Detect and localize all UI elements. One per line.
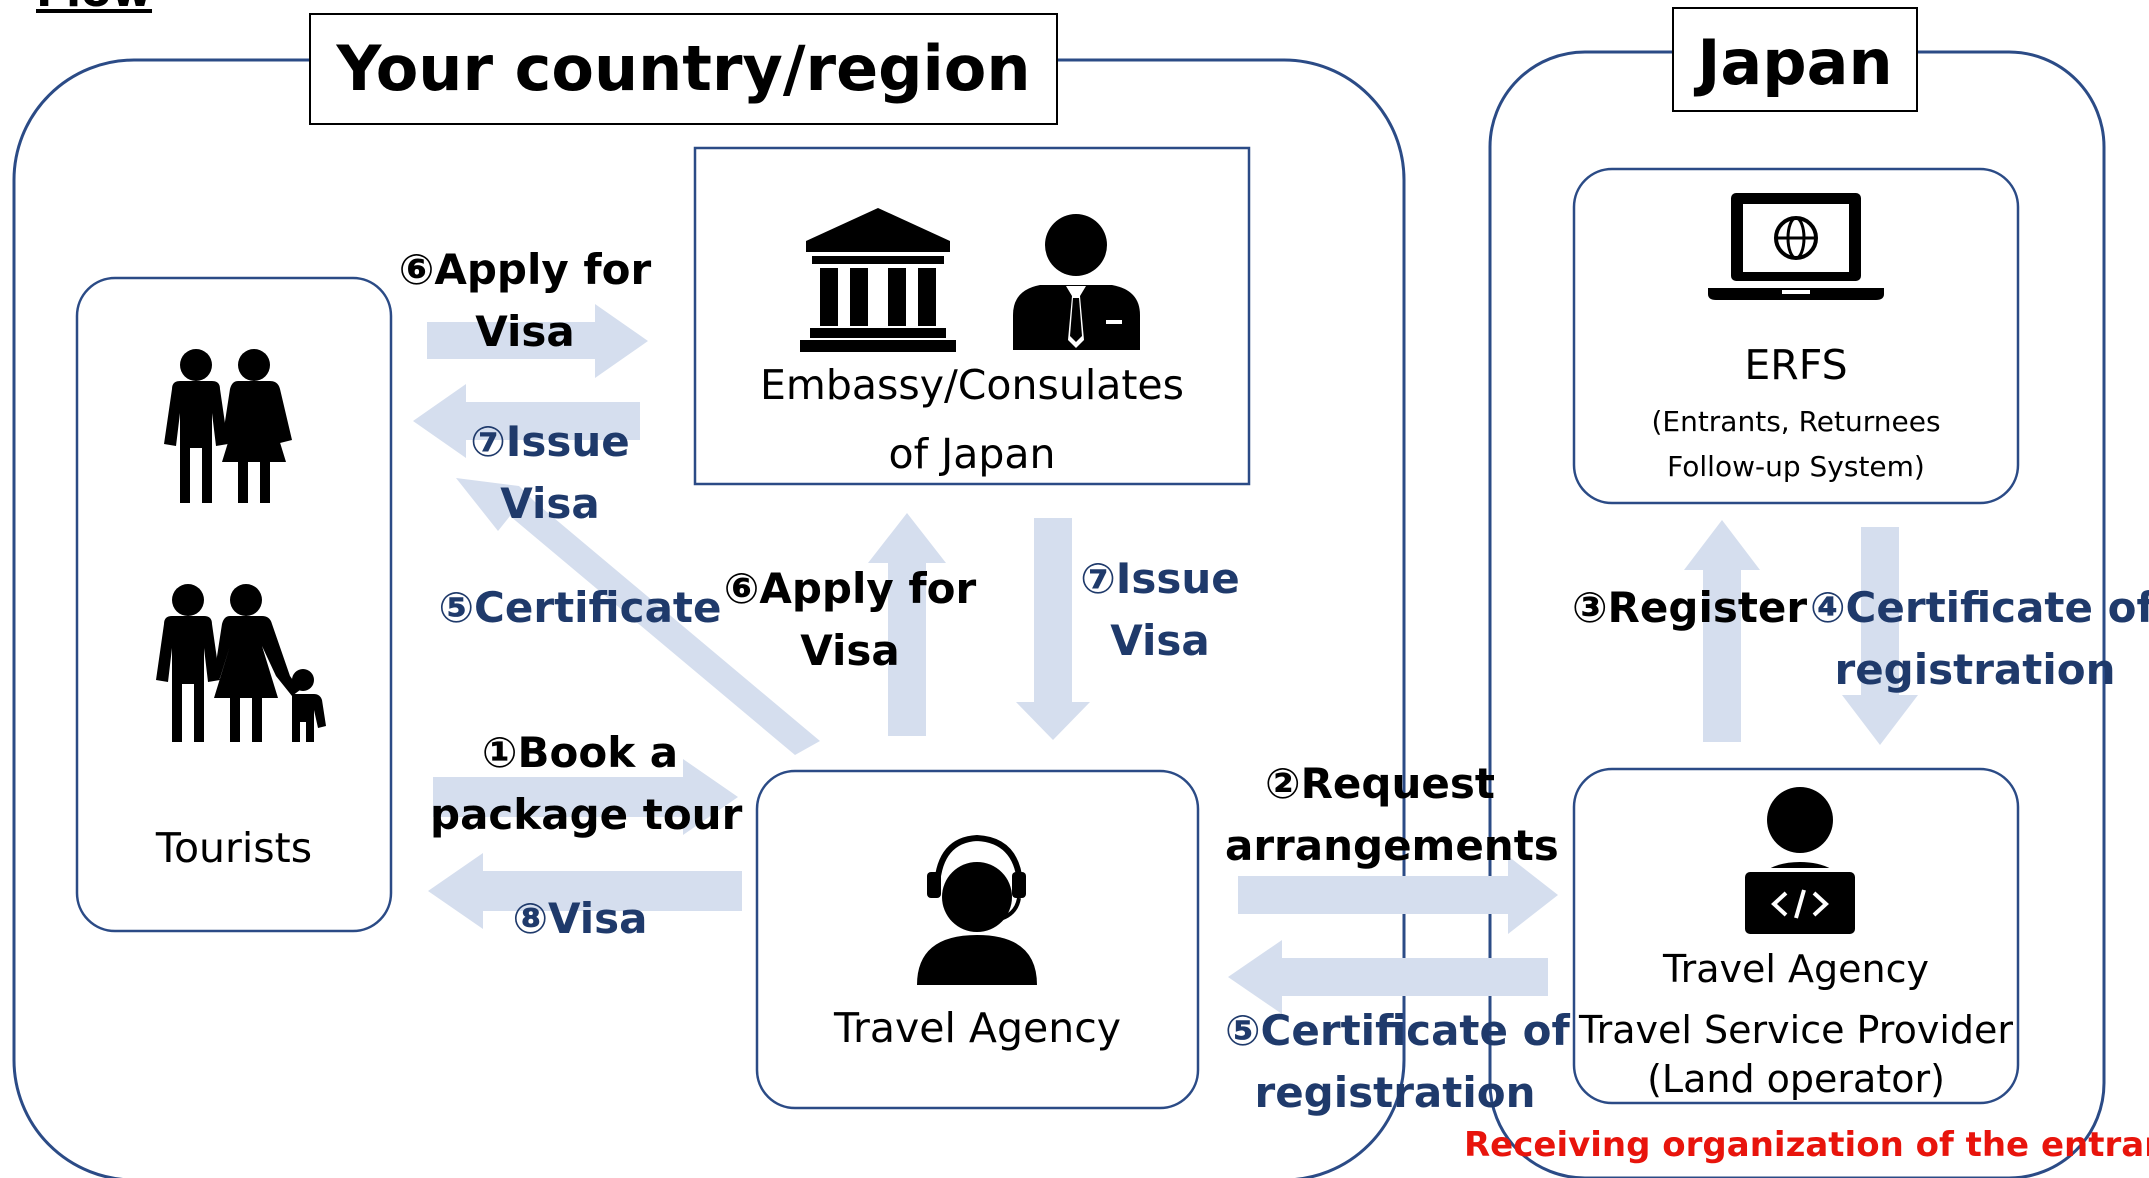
step-2-request-line1: ②Request: [1265, 759, 1495, 808]
embassy-label-line2: of Japan: [888, 430, 1056, 478]
arrow-request-right: [1238, 856, 1558, 934]
land-operator-line3: (Land operator): [1647, 1057, 1945, 1101]
erfs-box: [1572, 167, 2020, 505]
step-6-apply-line1: ⑥Apply for: [398, 245, 652, 294]
country-title-box: [309, 13, 1058, 125]
arrow-register-up: [1684, 520, 1760, 742]
step-8-visa: ⑧Visa: [512, 894, 648, 943]
japan-title-box: [1672, 7, 1918, 112]
arrow-certificate-diagonal: [456, 478, 820, 755]
page-header-title: Flow: [36, 0, 152, 14]
erfs-subtitle-line1: (Entrants, Returnees: [1651, 405, 1941, 438]
step-2-request-line2: arrangements: [1225, 821, 1559, 870]
arrow-cert-reg-left: [1228, 940, 1548, 1014]
step-6-apply-line2: Visa: [475, 307, 575, 356]
travel-agency-label: Travel Agency: [834, 1004, 1121, 1052]
land-operator-line1: Travel Agency: [1663, 947, 1929, 991]
receiving-organization-note: Receiving organization of the entrants: [1464, 1125, 2149, 1165]
laptop-globe-icon: [1708, 193, 1884, 300]
businessman-icon: [1013, 214, 1140, 350]
step-1-book-line1: ①Book a: [481, 728, 679, 777]
arrow-apply-visa-up: [868, 513, 946, 736]
step-6-apply-mid-line1: ⑥Apply for: [723, 564, 977, 613]
headset-agent-icon: [917, 834, 1037, 985]
programmer-icon: [1741, 787, 1859, 938]
family-with-child-icon: [156, 584, 326, 742]
erfs-subtitle-line2: Follow-up System): [1667, 450, 1925, 483]
arrow-cert-reg-down: [1842, 527, 1918, 745]
arrow-issue-visa-down: [1016, 518, 1090, 740]
step-1-book-line2: package tour: [430, 790, 743, 839]
erfs-title: ERFS: [1744, 341, 1848, 389]
arrow-apply-visa-right: [427, 304, 648, 378]
step-6-apply-mid-line2: Visa: [800, 626, 900, 675]
japan-region-title: Japan: [1697, 26, 1893, 99]
country-region-title: Your country/region: [336, 32, 1031, 105]
step-5-cert-reg-line1: ⑤Certificate of: [1225, 1006, 1570, 1055]
step-7-issue-mid-line2: Visa: [1110, 616, 1210, 665]
bank-building-icon: [800, 208, 956, 352]
arrow-issue-visa-left: [413, 384, 640, 458]
arrow-book-tour-right: [433, 759, 738, 835]
step-4-cert-reg-line2: registration: [1834, 645, 2116, 694]
embassy-label-line1: Embassy/Consulates: [759, 361, 1184, 409]
step-4-cert-reg-line1: ④Certificate of: [1810, 583, 2149, 632]
step-5-certificate: ⑤Certificate: [438, 583, 722, 632]
step-7-issue-mid-line1: ⑦Issue: [1080, 554, 1240, 603]
step-7-issue-line1: ⑦Issue: [470, 417, 630, 466]
tourists-label: Tourists: [155, 824, 313, 872]
step-7-issue-line2: Visa: [500, 479, 600, 528]
step-3-register: ③Register: [1572, 583, 1808, 632]
arrow-visa-left: [428, 853, 742, 929]
land-operator-line2: Travel Service Provider: [1578, 1008, 2013, 1052]
step-5-cert-reg-line2: registration: [1254, 1068, 1536, 1117]
family-couple-icon: [164, 349, 292, 503]
embassy-box: [693, 146, 1251, 486]
